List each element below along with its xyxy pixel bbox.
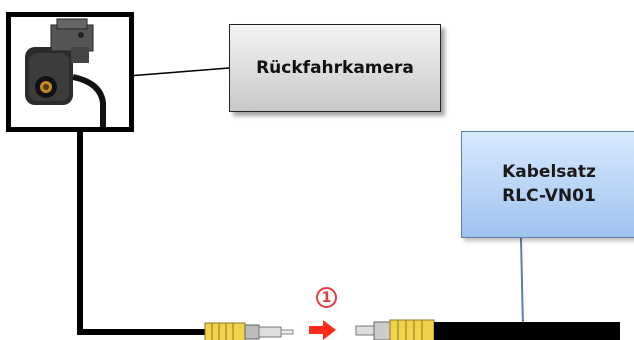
camera-label-pointer bbox=[127, 67, 230, 77]
camera-icon bbox=[25, 18, 106, 127]
cable-kit-wire bbox=[434, 322, 620, 340]
cable-kit-label-line1: Kabelsatz bbox=[502, 162, 596, 182]
rca-socket-icon bbox=[355, 319, 435, 340]
camera-cable bbox=[77, 132, 205, 335]
step-marker: 1 bbox=[316, 287, 337, 308]
rca-plug-icon bbox=[204, 322, 294, 340]
cable-kit-label-line2: RLC-VN01 bbox=[502, 186, 596, 206]
camera-label-text: Rückfahrkamera bbox=[256, 58, 414, 78]
cable-kit-label: Kabelsatz RLC-VN01 bbox=[461, 131, 634, 238]
camera-frame bbox=[6, 12, 134, 132]
arrow-right-icon bbox=[309, 320, 336, 340]
cable-kit-pointer bbox=[520, 237, 524, 329]
camera-label: Rückfahrkamera bbox=[229, 24, 441, 112]
